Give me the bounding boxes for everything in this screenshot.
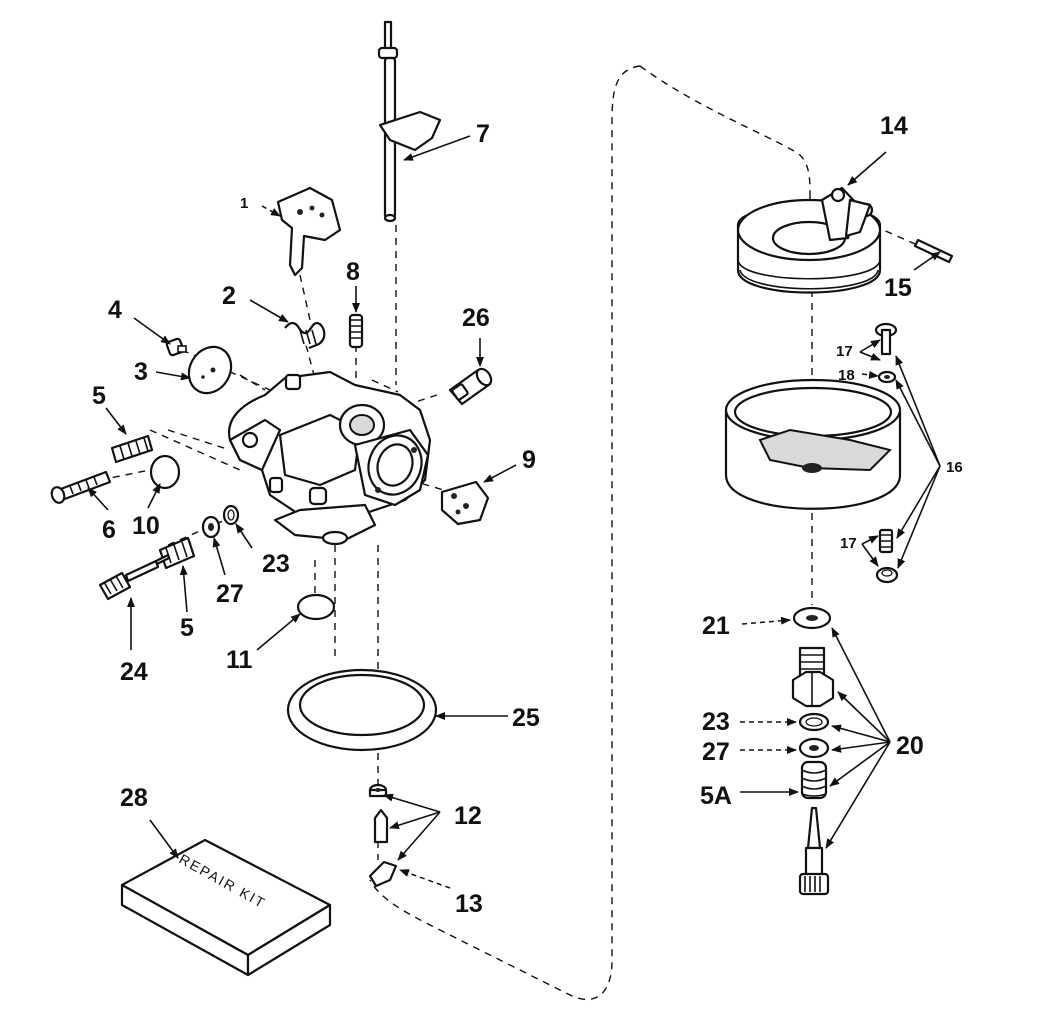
spring-part-2	[284, 321, 326, 350]
float-part-14	[736, 186, 882, 294]
callout-24: 24	[120, 658, 148, 686]
throttle-shaft-part-7	[377, 20, 442, 223]
clip-part-13	[368, 860, 398, 888]
callout-5-upper: 5	[92, 382, 106, 410]
callout-5A: 5A	[700, 782, 732, 810]
callout-27-left: 27	[216, 580, 244, 608]
callout-21: 21	[702, 612, 730, 640]
callout-4: 4	[108, 296, 122, 324]
callout-11: 11	[226, 646, 253, 674]
callout-6: 6	[102, 516, 116, 544]
callout-25: 25	[512, 704, 540, 732]
washer-part-27-left	[201, 515, 221, 539]
callout-23-right: 23	[702, 708, 730, 736]
welch-plug-part-10	[149, 454, 181, 490]
callout-3: 3	[134, 358, 148, 386]
callout-15: 15	[884, 274, 912, 302]
callout-20: 20	[896, 732, 924, 760]
float-pin-part-15	[913, 238, 954, 264]
callout-2: 2	[222, 282, 236, 310]
washer-part-21	[792, 606, 832, 630]
spring-part-5A	[800, 760, 828, 800]
callout-1: 1	[240, 195, 248, 212]
leader-lines	[87, 135, 941, 889]
washer-part-27-right	[798, 737, 830, 759]
spring-part-5-lower	[158, 536, 196, 570]
needle-seat-part-12	[368, 783, 388, 798]
flange-gasket-part-9	[440, 480, 490, 526]
bowl-gasket-part-25	[286, 668, 438, 752]
throttle-plate-part-3	[187, 345, 233, 395]
callout-27-right: 27	[702, 738, 730, 766]
callout-10: 10	[132, 512, 160, 540]
o-ring-part-23-left	[222, 504, 240, 526]
screw-part-6	[50, 470, 112, 504]
fuel-bowl	[724, 378, 902, 510]
callout-7: 7	[476, 120, 490, 148]
callout-23-left: 23	[262, 550, 290, 578]
callout-9: 9	[522, 446, 536, 474]
plate-screw-part-4	[165, 337, 187, 357]
bowl-drain-parts-17-18	[874, 322, 899, 584]
callout-16: 16	[946, 459, 963, 476]
callout-18: 18	[838, 367, 855, 384]
callout-13: 13	[455, 890, 483, 918]
callout-labels: 1 2 3 4 5 5 5A 6 7 8 9 10 11 12 13 14 15…	[92, 112, 963, 918]
callout-8: 8	[346, 258, 360, 286]
throttle-lever-part-1	[276, 186, 342, 277]
fuel-inlet-part-26	[448, 367, 493, 406]
idle-screw-part-8	[348, 313, 364, 349]
callout-14: 14	[880, 112, 908, 140]
inlet-needle-part-12	[373, 808, 389, 844]
callout-5-lower: 5	[180, 614, 194, 642]
o-ring-part-23-right	[798, 712, 830, 732]
carburetor-body	[227, 370, 432, 546]
callout-28: 28	[120, 784, 148, 812]
callout-26: 26	[462, 304, 490, 332]
needle-valve-part-24	[98, 553, 171, 601]
callout-17-lower: 17	[840, 535, 857, 552]
callout-12: 12	[454, 802, 482, 830]
callout-17-upper: 17	[836, 343, 853, 360]
spring-part-5-upper	[110, 434, 154, 464]
welch-plug-part-11	[296, 593, 336, 621]
bowl-nut-part-20	[791, 646, 835, 708]
needle-screw-part-20	[798, 806, 830, 896]
repair-kit-part-28: REPAIR KIT	[120, 838, 332, 977]
